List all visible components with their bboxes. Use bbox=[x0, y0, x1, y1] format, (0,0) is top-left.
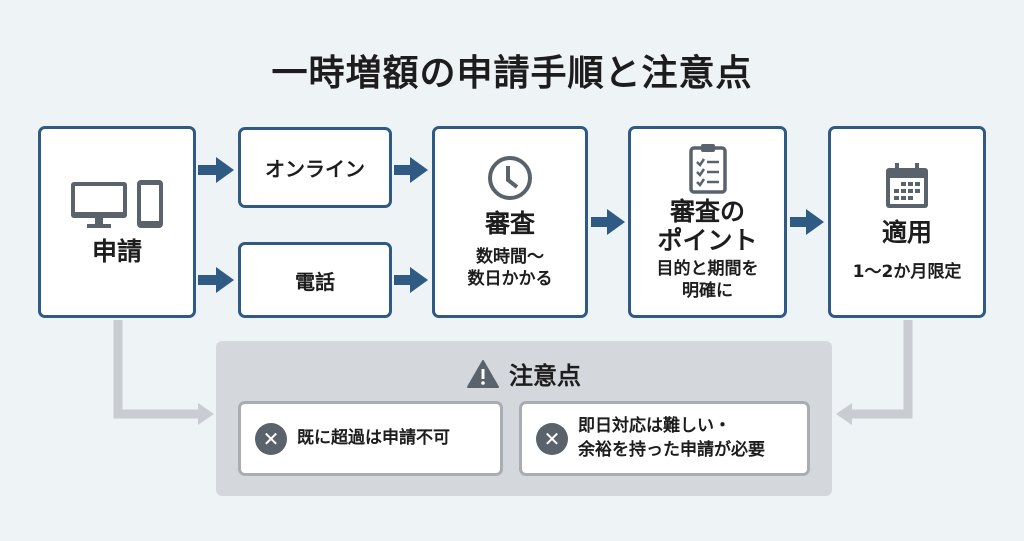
calendar-icon bbox=[886, 162, 928, 208]
cautions-title: 注意点 bbox=[509, 362, 581, 390]
caution-text: 既に超過は申請不可 bbox=[297, 427, 450, 448]
detail-line: 目的と期間を bbox=[656, 258, 759, 279]
step-review-points: 審査のポイント 目的と期間を明確に bbox=[628, 126, 787, 318]
caution-line: 即日対応は難しい・ bbox=[578, 415, 731, 436]
label-line: 審査の bbox=[669, 197, 745, 227]
page-title: 一時増額の申請手順と注意点 bbox=[271, 53, 753, 94]
step-label: 審査のポイント bbox=[657, 197, 758, 256]
step-label: 適用 bbox=[881, 217, 932, 247]
method-phone: 電話 bbox=[238, 242, 392, 318]
detail-line: 数日かかる bbox=[467, 269, 553, 290]
method-online: オンライン bbox=[238, 127, 392, 208]
method-label: オンライン bbox=[265, 157, 365, 181]
step-detail: 数時間〜数日かかる bbox=[468, 246, 553, 290]
cautions-header: 注意点 bbox=[216, 356, 832, 391]
step-review: 審査 数時間〜数日かかる bbox=[432, 126, 588, 318]
clock-icon bbox=[488, 155, 532, 200]
step-detail: 目的と期間を明確に bbox=[657, 258, 759, 302]
detail-line: 数時間〜 bbox=[476, 247, 544, 268]
devices-icon bbox=[71, 179, 163, 228]
detail-line: 明確に bbox=[682, 280, 733, 301]
caution-text: 即日対応は難しい・余裕を持った申請が必要 bbox=[578, 415, 765, 463]
warning-icon bbox=[467, 359, 499, 388]
step-detail: 1〜2か月限定 bbox=[852, 262, 962, 283]
step-label: 審査 bbox=[484, 208, 535, 238]
clipboard-checklist-icon bbox=[688, 144, 727, 194]
caution-line: 余裕を持った申請が必要 bbox=[578, 439, 765, 460]
x-circle-icon: ✕ bbox=[536, 422, 568, 455]
label-line: ポイント bbox=[657, 225, 758, 255]
caution-item: ✕ 即日対応は難しい・余裕を持った申請が必要 bbox=[519, 401, 810, 476]
step-apply: 申請 bbox=[38, 126, 196, 318]
step-label: 申請 bbox=[91, 236, 142, 266]
method-label: 電話 bbox=[295, 269, 335, 294]
step-apply-result: 適用 1〜2か月限定 bbox=[828, 126, 986, 318]
caution-item: ✕ 既に超過は申請不可 bbox=[238, 401, 503, 476]
x-circle-icon: ✕ bbox=[255, 422, 287, 455]
